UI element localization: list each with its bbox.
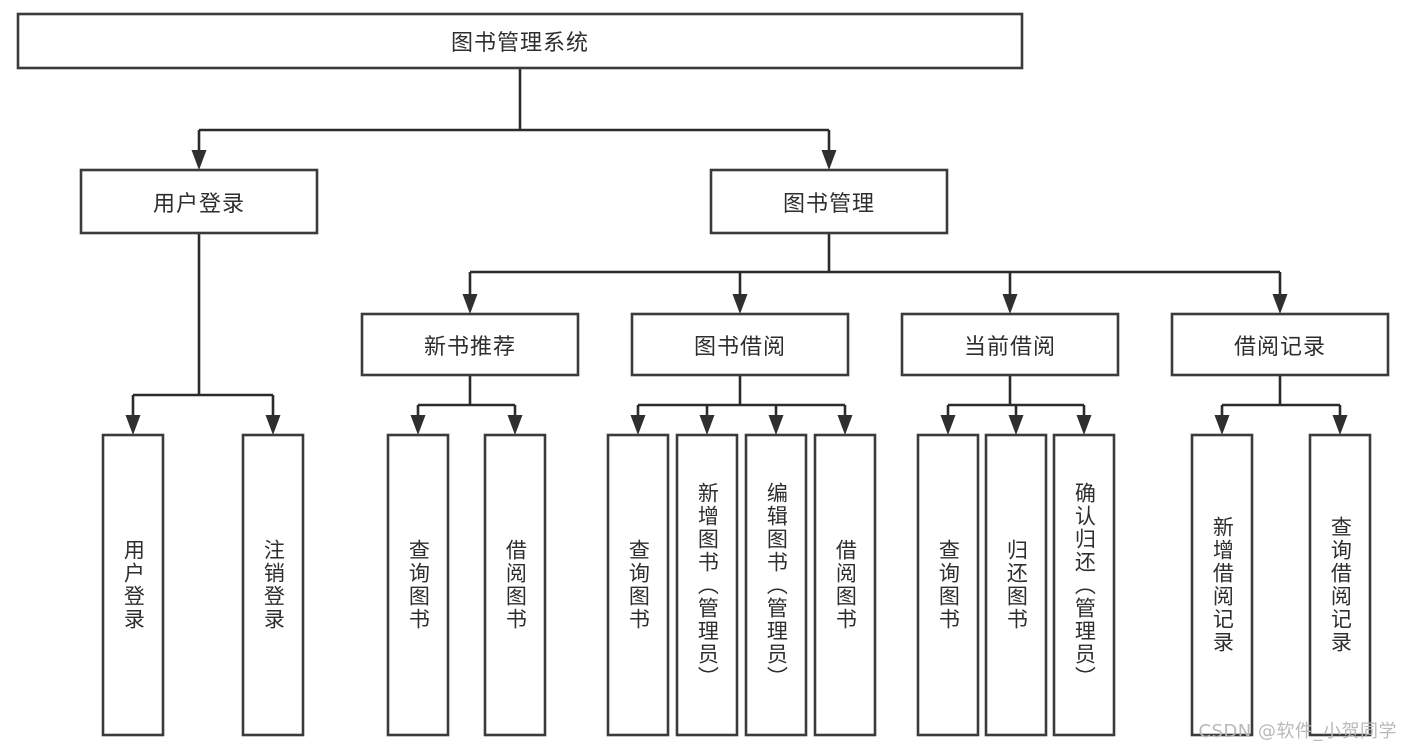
arrow-head-root-0 bbox=[191, 150, 207, 170]
watermark-text: CSDN @软件_小贺同学 bbox=[1198, 721, 1397, 742]
arrow-head-book-manage-0 bbox=[462, 294, 478, 314]
node-box-root[interactable] bbox=[16, 12, 1024, 70]
arrow-head-grp-2-2 bbox=[1076, 415, 1092, 435]
arrow-head-grp-2-1 bbox=[1008, 415, 1024, 435]
arrow-head-grp-3-1 bbox=[1332, 415, 1348, 435]
arrow-head-grp-1-1 bbox=[699, 415, 715, 435]
node-box-nbr-borrow-book[interactable] bbox=[483, 433, 547, 737]
arrow-head-root-1 bbox=[821, 150, 837, 170]
arrow-head-user-login-1 bbox=[265, 415, 281, 435]
arrow-head-grp-0-0 bbox=[410, 415, 426, 435]
arrow-head-book-manage-2 bbox=[1002, 294, 1018, 314]
arrow-head-grp-2-0 bbox=[940, 415, 956, 435]
node-box-current-borrow[interactable] bbox=[900, 312, 1120, 377]
node-box-bb-borrow-book[interactable] bbox=[813, 433, 877, 737]
node-box-bb-query-book[interactable] bbox=[606, 433, 670, 737]
node-box-borrow-record[interactable] bbox=[1170, 312, 1390, 377]
arrow-head-book-manage-3 bbox=[1272, 294, 1288, 314]
connectors-layer bbox=[125, 68, 1348, 435]
node-box-bb-edit-book[interactable] bbox=[744, 433, 808, 737]
node-box-br-query-record[interactable] bbox=[1308, 433, 1372, 737]
node-box-book-manage[interactable] bbox=[709, 168, 949, 235]
arrow-head-grp-1-3 bbox=[837, 415, 853, 435]
arrow-head-grp-3-0 bbox=[1214, 415, 1230, 435]
node-box-cb-confirm-return[interactable] bbox=[1052, 433, 1116, 737]
arrow-head-book-manage-1 bbox=[732, 294, 748, 314]
arrow-head-user-login-0 bbox=[125, 415, 141, 435]
node-box-br-add-record[interactable] bbox=[1190, 433, 1254, 737]
node-box-book-borrow[interactable] bbox=[630, 312, 850, 377]
node-box-new-book-recommend[interactable] bbox=[360, 312, 580, 377]
node-box-cb-return-book[interactable] bbox=[984, 433, 1048, 737]
arrow-head-grp-0-1 bbox=[507, 415, 523, 435]
node-box-user-login[interactable] bbox=[79, 168, 319, 235]
boxes-layer bbox=[16, 12, 1390, 737]
arrow-head-grp-1-0 bbox=[630, 415, 646, 435]
node-box-cb-query-book[interactable] bbox=[916, 433, 980, 737]
node-box-user-logout[interactable] bbox=[241, 433, 305, 737]
node-box-nbr-query-book[interactable] bbox=[386, 433, 450, 737]
node-box-user-login-do[interactable] bbox=[101, 433, 165, 737]
node-box-bb-add-book[interactable] bbox=[675, 433, 739, 737]
arrow-head-grp-1-2 bbox=[768, 415, 784, 435]
